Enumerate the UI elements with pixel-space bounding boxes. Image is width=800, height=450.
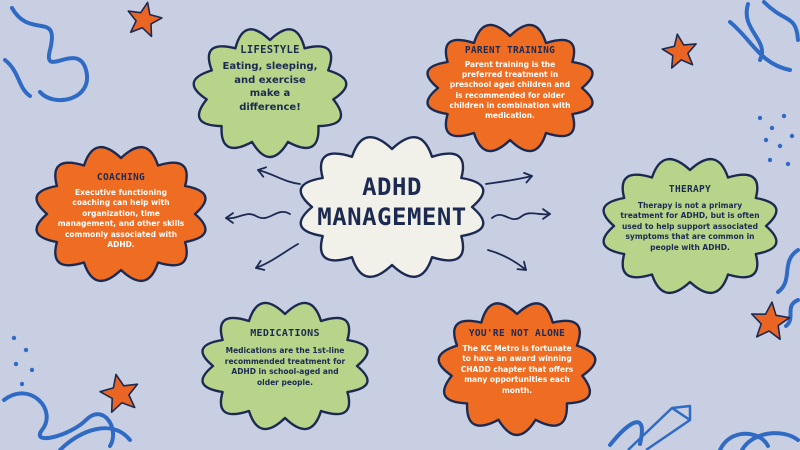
arrow-to-parent-training xyxy=(485,172,533,185)
pencil-icon xyxy=(627,404,692,450)
therapy-title: THERAPY xyxy=(668,184,712,195)
parent-training-title: PARENT TRAINING xyxy=(464,45,556,56)
scribble-top-left xyxy=(3,6,90,102)
arrow-to-therapy xyxy=(491,208,551,221)
parent-training-node: PARENT TRAINING Parent training is the p… xyxy=(448,45,572,121)
parent-training-cloud xyxy=(426,24,594,152)
arrow-to-not-alone xyxy=(487,249,527,271)
not-alone-node: YOU'RE NOT ALONE The KC Metro is fortuna… xyxy=(458,328,576,396)
scribble-top-right xyxy=(728,0,800,72)
arrow-to-coaching xyxy=(225,211,291,224)
dot-pattern xyxy=(11,113,795,387)
scribble-bottom-right xyxy=(608,420,800,450)
coaching-node: COACHING Executive functioning coaching … xyxy=(56,172,186,250)
star-right xyxy=(750,301,791,341)
center-cloud xyxy=(299,136,485,278)
medications-node: MEDICATIONS Medications are the 1st-line… xyxy=(220,328,350,388)
therapy-node: THERAPY Therapy is not a primary treatme… xyxy=(620,184,760,253)
coaching-cloud xyxy=(35,146,207,282)
star-top-right xyxy=(661,33,697,69)
medications-title: MEDICATIONS xyxy=(250,328,320,339)
therapy-body: Therapy is not a primary treatment for A… xyxy=(620,201,760,252)
not-alone-body: The KC Metro is fortunate to have an awa… xyxy=(460,344,574,395)
not-alone-title: YOU'RE NOT ALONE xyxy=(468,328,566,339)
lifestyle-body: Eating, sleeping, and exercise make a di… xyxy=(222,61,318,113)
lifestyle-cloud xyxy=(192,28,348,159)
lifestyle-node: LIFESTYLE Eating, sleeping, and exercise… xyxy=(222,44,318,114)
coaching-title: COACHING xyxy=(96,172,146,183)
medications-cloud xyxy=(201,302,369,430)
not-alone-cloud xyxy=(437,302,597,437)
star-bottom-left xyxy=(99,373,139,413)
medications-body: Medications are the 1st-line recommended… xyxy=(224,346,346,387)
arrow-to-medications xyxy=(255,243,299,271)
coaching-body: Executive functioning coaching can help … xyxy=(57,188,185,250)
star-top-left xyxy=(127,1,163,38)
scribble-right-edge xyxy=(776,248,800,328)
center-title-line2: MANAGEMENT xyxy=(317,203,467,231)
arrow-to-lifestyle xyxy=(257,166,301,185)
therapy-cloud xyxy=(602,158,778,294)
scribble-bottom-left xyxy=(2,391,132,450)
center-title-line1: ADHD xyxy=(362,173,422,201)
center-title: ADHD MANAGEMENT xyxy=(312,172,472,232)
lifestyle-title: LIFESTYLE xyxy=(240,44,300,56)
parent-training-body: Parent training is the preferred treatme… xyxy=(449,60,571,121)
